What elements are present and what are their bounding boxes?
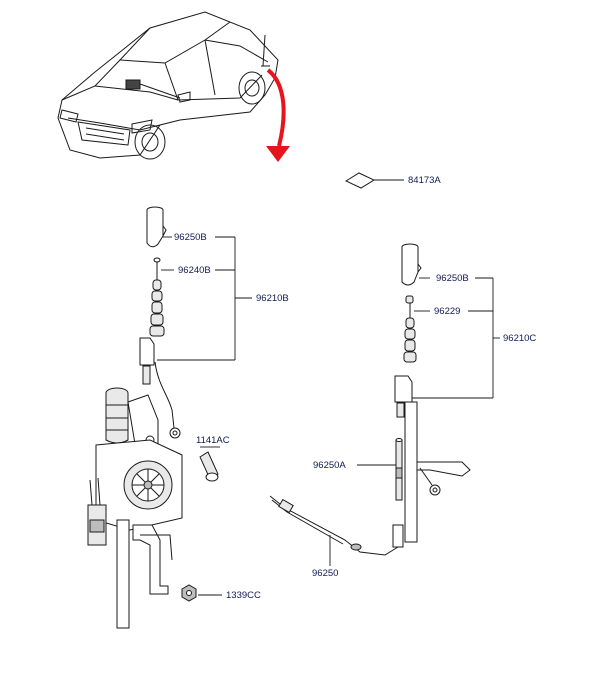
screw-1141AC [199,446,220,482]
label-1141AC: 1141AC [196,435,230,446]
label-96250A: 96250A [313,460,346,471]
cable-96250 [269,495,399,556]
red-curved-arrow-icon [266,68,290,162]
label-96240B: 96240B [178,265,211,276]
antenna-assembly-right [392,243,471,548]
nut-1339CC [181,584,222,602]
label-96250: 96250 [312,568,338,579]
car-illustration [57,11,279,160]
label-1339CC: 1339CC [226,590,261,601]
antenna-assembly-left [87,206,183,629]
pad-84173A [344,172,404,189]
label-96229: 96229 [434,306,460,317]
leaders-left [157,236,252,361]
label-96210B: 96210B [256,293,289,304]
label-96210C: 96210C [503,333,536,344]
label-96250B-left: 96250B [174,232,207,243]
label-84173A: 84173A [408,175,441,186]
label-96250B-right: 96250B [436,273,469,284]
leaders-right [329,277,500,566]
